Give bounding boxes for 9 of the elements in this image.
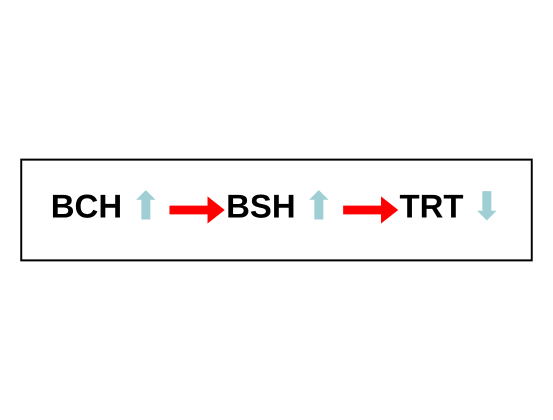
node-label: ⬇: [470, 186, 504, 229]
node-label: ⬆: [129, 186, 162, 229]
node-label: ⬆: [302, 186, 336, 229]
cluster: [20, 158, 533, 262]
node-text: BCH: [50, 187, 122, 224]
node-text: BSH: [226, 187, 296, 224]
arrow: [343, 196, 398, 224]
node-text: TRT: [400, 187, 464, 224]
arrow: [169, 196, 225, 224]
